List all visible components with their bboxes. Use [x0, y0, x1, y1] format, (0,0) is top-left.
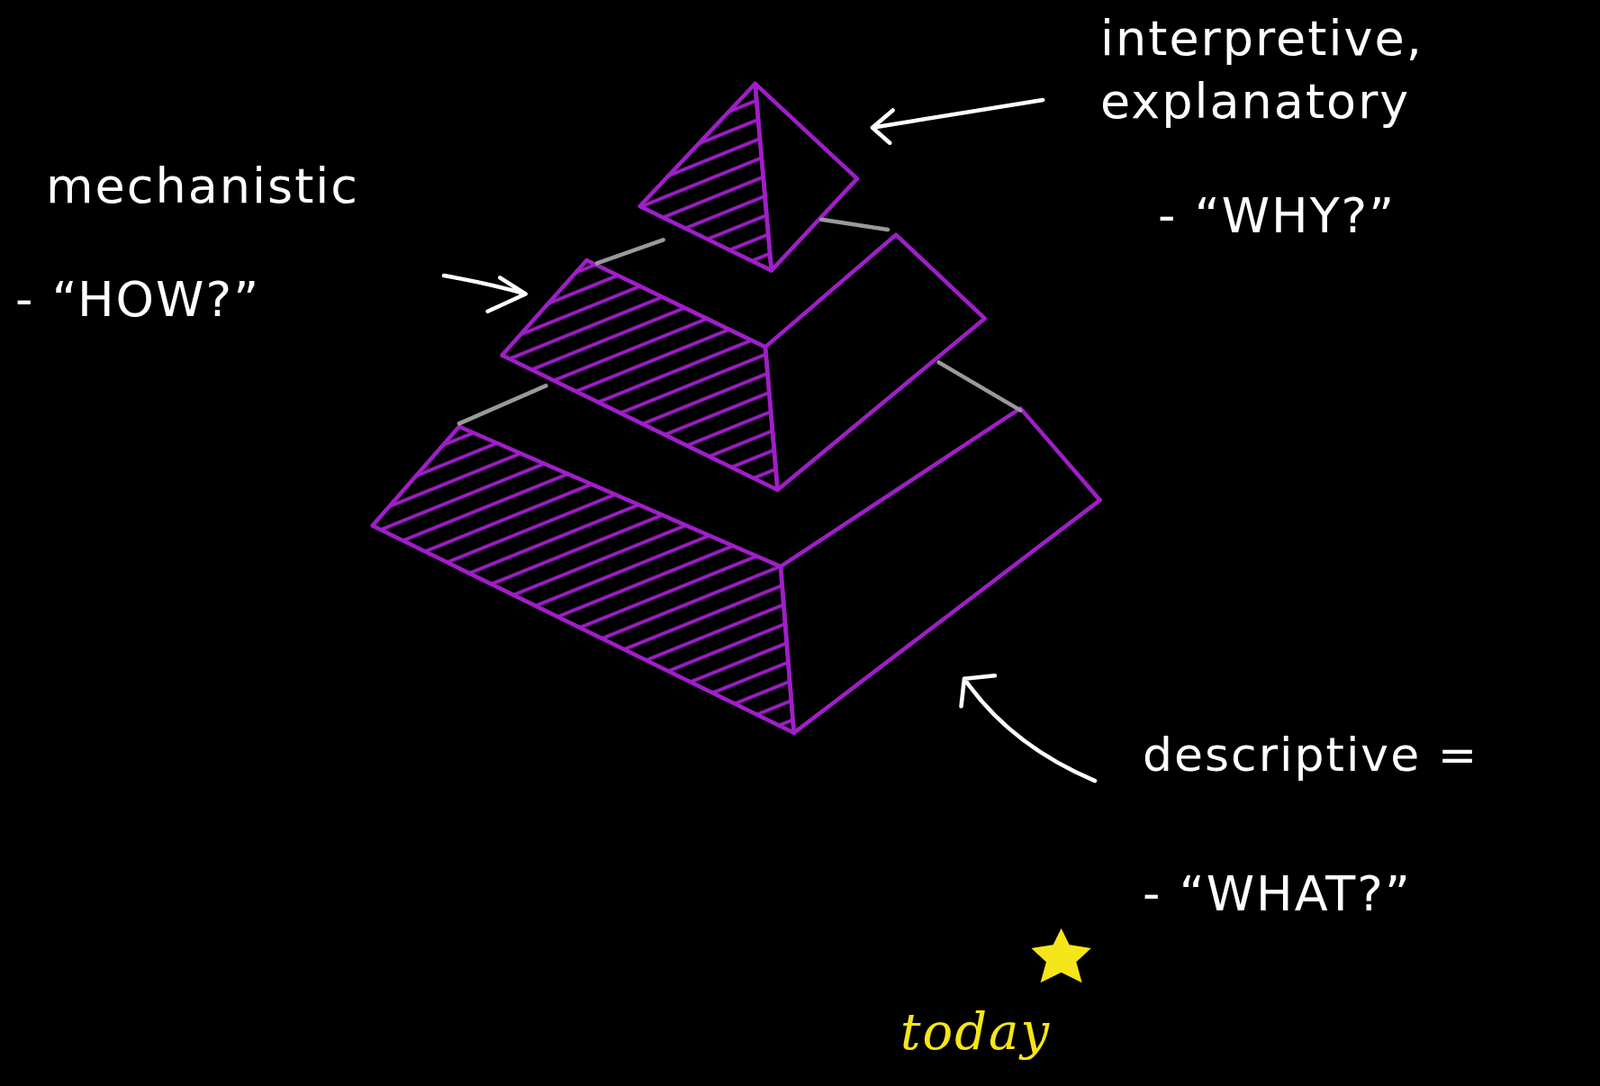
tier-gap-line	[596, 239, 664, 263]
label-text: - “WHAT?”	[1142, 865, 1412, 923]
tier-gap-line	[821, 219, 888, 230]
question-label: - “HOW?”	[15, 268, 412, 332]
label-text: mechanistic	[45, 157, 360, 215]
middle-tier-left-face	[502, 260, 778, 490]
callout-label: mechanistic	[45, 154, 551, 218]
bottom-tier-right-face	[780, 407, 1101, 733]
tier-gap-line	[939, 361, 1022, 410]
callout-label: interpretive, explanatory	[1100, 7, 1569, 134]
middle-tier-right-face	[765, 235, 986, 490]
label-text: descriptive =	[1142, 727, 1479, 782]
question-label: - “WHY?”	[1157, 184, 1555, 248]
date-note: today	[900, 999, 1171, 1066]
bottom-tier-left-face	[372, 426, 795, 733]
leader-arrow	[872, 99, 1043, 144]
label-text: interpretive, explanatory	[1100, 9, 1424, 130]
label-text: today	[900, 1002, 1051, 1061]
question-label: - “WHAT?”	[1142, 862, 1575, 926]
tier-gap-line	[459, 385, 546, 424]
callout-label: descriptive =	[1142, 724, 1593, 787]
leader-arrow	[443, 275, 526, 312]
star-mark	[1034, 931, 1088, 980]
top-pyramid-right-face	[755, 83, 858, 271]
label-text: - “HOW?”	[15, 271, 261, 328]
label-text: - “WHY?”	[1157, 187, 1396, 245]
leader-arrow	[961, 675, 1095, 781]
